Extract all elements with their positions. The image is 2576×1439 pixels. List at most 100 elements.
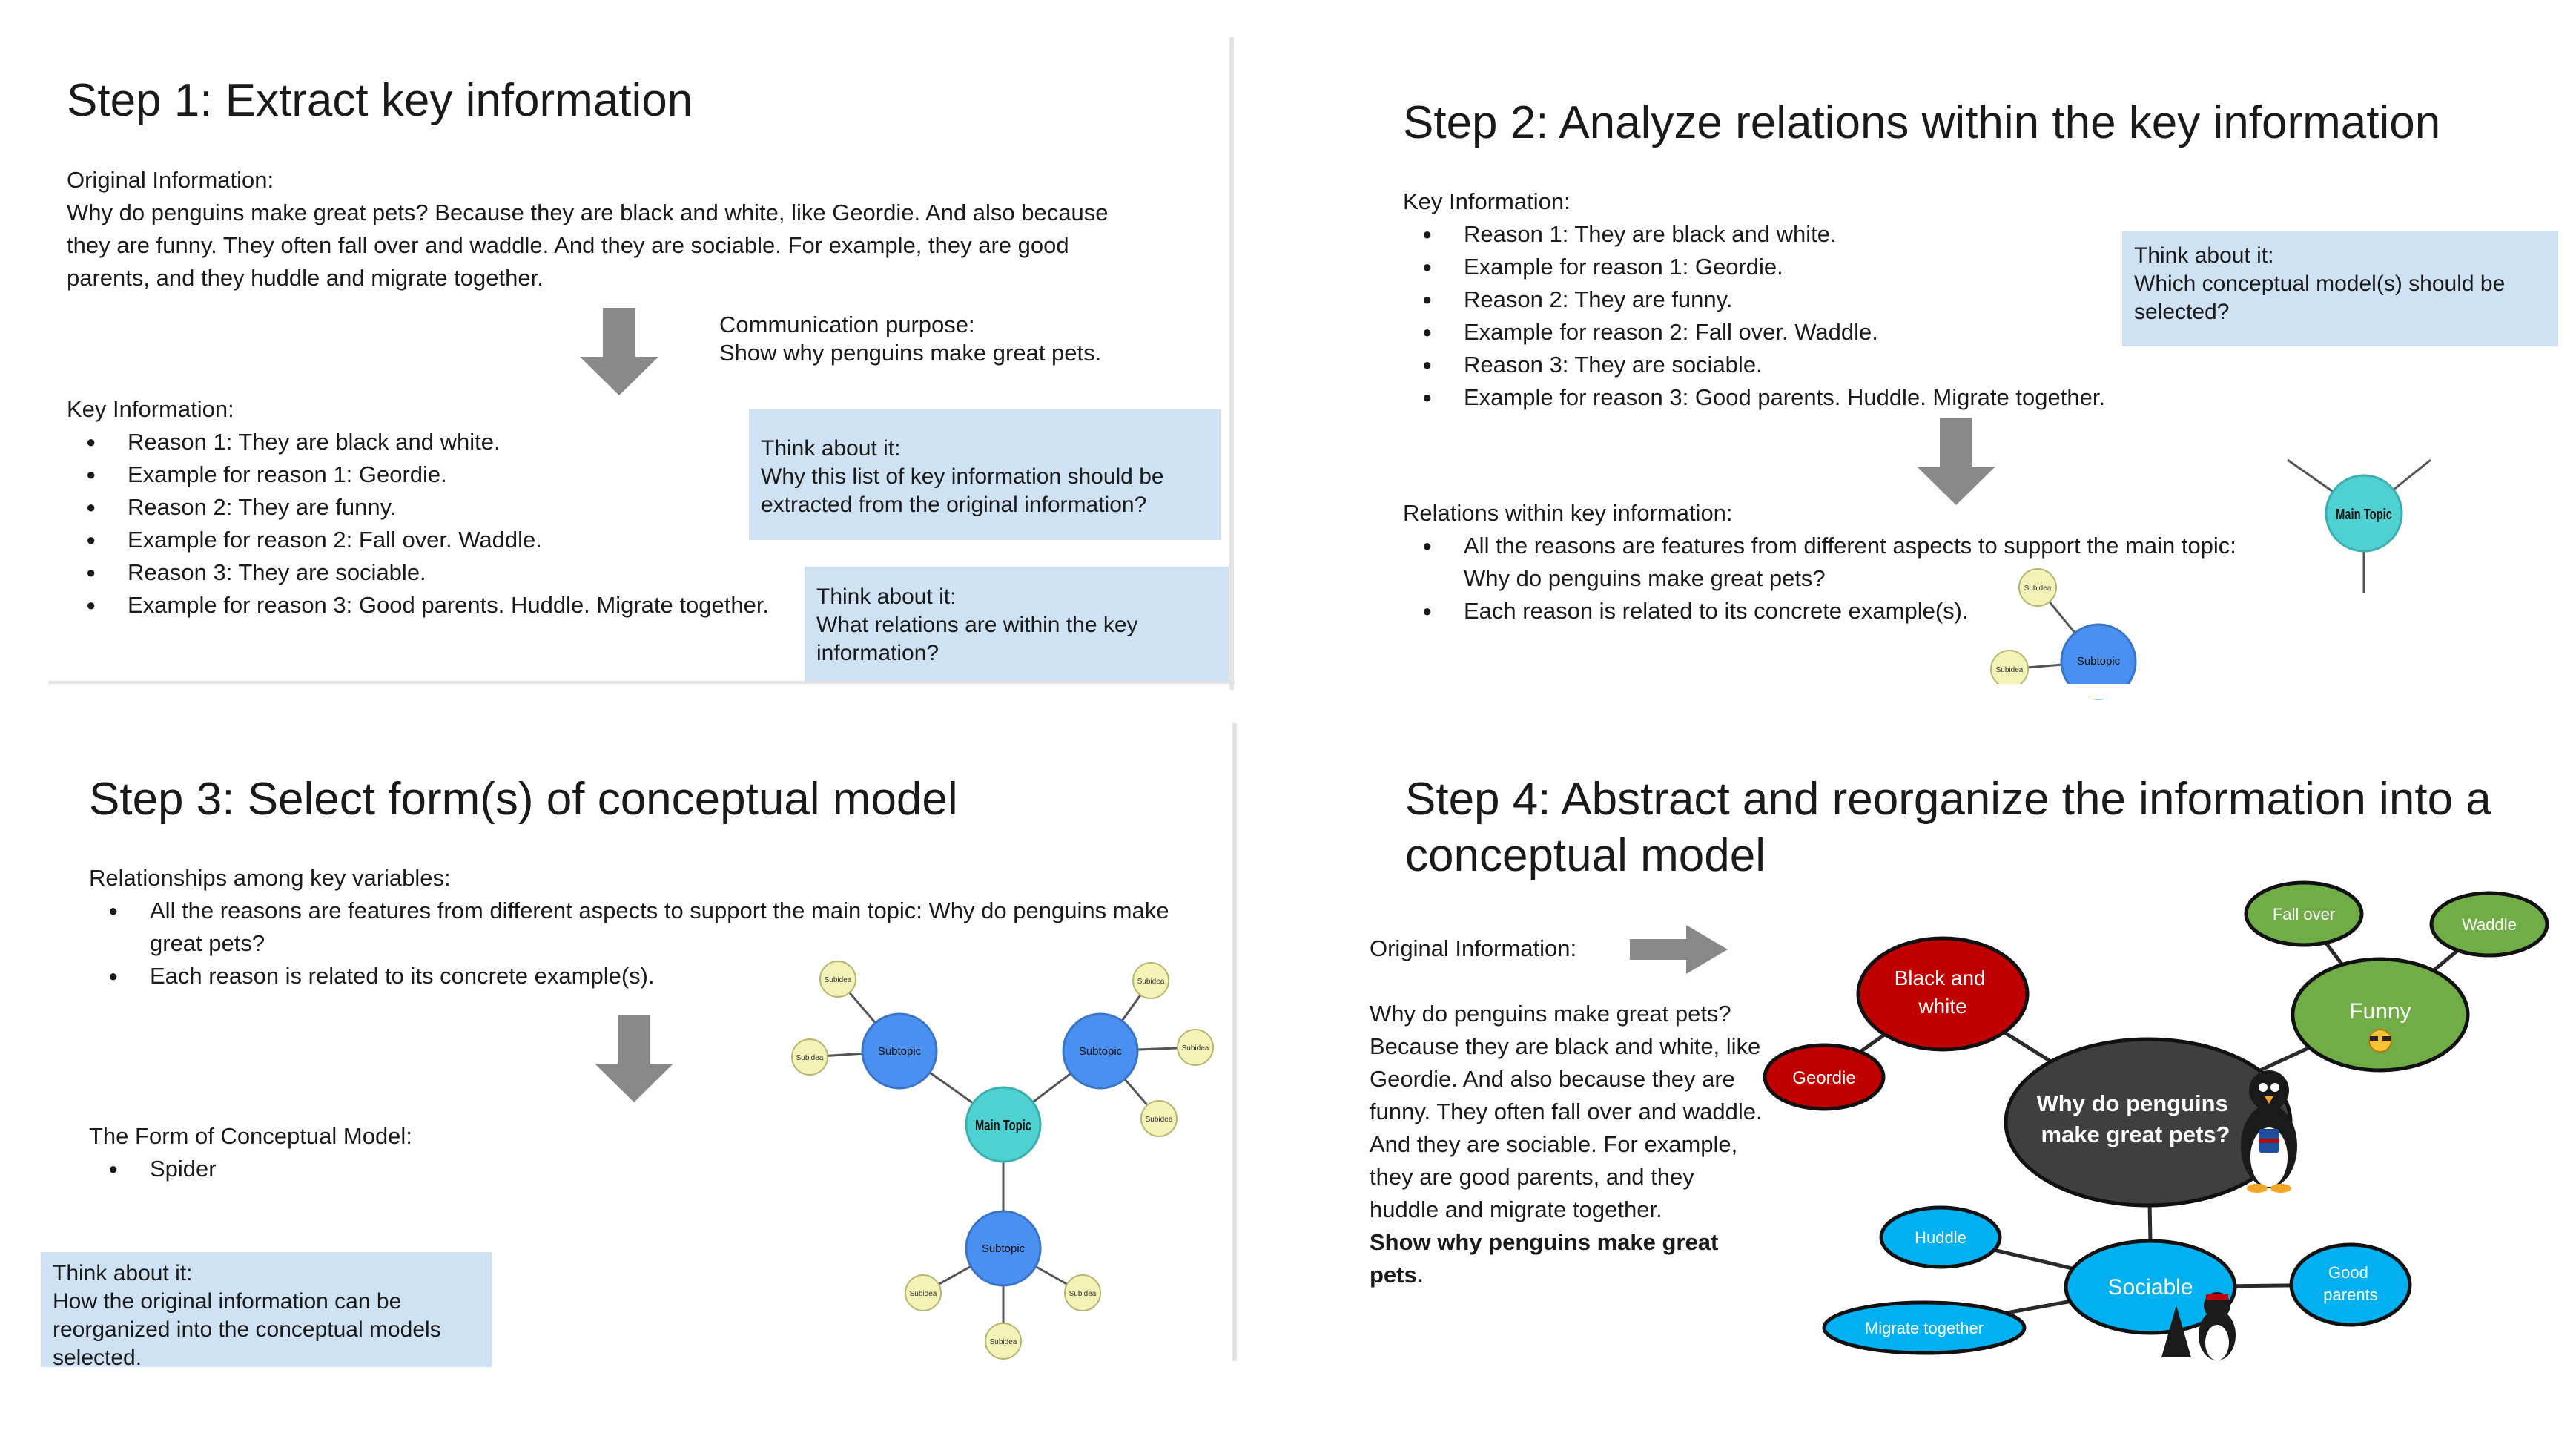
- think-text: Which conceptual model(s) should be sele…: [2134, 271, 2506, 324]
- step3-form-label: The Form of Conceptual Model:: [89, 1123, 412, 1149]
- step3-form-list: Spider: [89, 1153, 608, 1185]
- node-label-line-2: make great pets?: [2041, 1122, 2230, 1147]
- node-label: Fall over: [2273, 905, 2335, 923]
- subidea-label: Subidea: [2024, 585, 2052, 593]
- node-label: Funny: [2349, 999, 2411, 1024]
- subidea-node: [791, 1038, 828, 1076]
- node-sociable: [2064, 1239, 2237, 1335]
- think-label: Think about it:: [761, 436, 901, 461]
- step4-right-arrow: [1630, 925, 1728, 974]
- step1-think-box-2: Think about it: What relations are withi…: [805, 567, 1229, 681]
- panel-divider-vertical-lower: [1232, 723, 1237, 1361]
- node-fall-over: [2244, 880, 2364, 947]
- step1-original: Original Information: Why do penguins ma…: [67, 164, 1157, 294]
- list-item: Each reason is related to its concrete e…: [89, 960, 1186, 992]
- main-topic-label: Main Topic: [975, 1118, 1031, 1134]
- step2-relations: Relations within key information: All th…: [1403, 497, 2278, 628]
- node-label: Good parents: [2323, 1263, 2377, 1304]
- list-item: Example for reason 1: Geordie.: [67, 458, 808, 491]
- step1-key-list: Reason 1: They are black and white. Exam…: [67, 426, 808, 622]
- main-topic-node: [2325, 474, 2403, 553]
- node-huddle: [1879, 1205, 2002, 1269]
- node-label: Black and white: [1895, 967, 1992, 1018]
- step4-original-label: Original Information:: [1370, 935, 1577, 961]
- step1-title: Step 1: Extract key information: [67, 75, 693, 126]
- step4-original-text: Why do penguins make great pets? Because…: [1370, 1001, 1763, 1222]
- think-text: Why this list of key information should …: [761, 464, 1164, 517]
- node-label: Waddle: [2462, 915, 2517, 934]
- subtopic-label: Subtopic: [982, 1242, 1026, 1255]
- list-item: Reason 2: They are funny.: [67, 491, 808, 524]
- subidea-node: [1177, 1029, 1214, 1066]
- subidea-node: [2018, 568, 2057, 607]
- step3-relationships: Relationships among key variables: All t…: [89, 862, 1194, 992]
- step3-down-arrow: [595, 1015, 673, 1102]
- panel-divider-vertical: [1229, 37, 1234, 690]
- node-label: Huddle: [1915, 1228, 1966, 1247]
- penguin-icon: [2241, 1070, 2297, 1193]
- list-item: Example for reason 2: Fall over. Waddle.: [1403, 316, 2219, 349]
- node-label-line-2: parents: [2323, 1285, 2377, 1304]
- step3-think-box: Think about it: How the original informa…: [41, 1252, 492, 1370]
- think-label: Think about it:: [816, 585, 957, 609]
- node-label-line-1: Black and: [1895, 967, 1986, 989]
- list-item: Example for reason 3: Good parents. Hudd…: [1403, 381, 2219, 414]
- step2-key-info: Key Information: Reason 1: They are blac…: [1403, 185, 2219, 414]
- node-good-parents: [2289, 1242, 2412, 1327]
- node-migrate-together: [1822, 1300, 2027, 1355]
- emoji-sunglasses-icon: [2368, 1029, 2392, 1053]
- list-item: Example for reason 1: Geordie.: [1403, 251, 2219, 283]
- step2-relations-label: Relations within key information:: [1403, 500, 1733, 526]
- subidea-node: [1140, 1100, 1178, 1137]
- node-geordie: [1763, 1043, 1886, 1111]
- step2-title: Step 2: Analyze relations within the key…: [1403, 97, 2441, 148]
- think-text: What relations are within the key inform…: [816, 613, 1138, 665]
- list-item: Reason 2: They are funny.: [1403, 283, 2219, 316]
- step4-purpose-text: Show why penguins make great pets.: [1370, 1229, 1719, 1288]
- list-item: Reason 1: They are black and white.: [67, 426, 808, 458]
- subtopic-label: Subtopic: [878, 1045, 922, 1058]
- subtopic-node: [1062, 1012, 1139, 1090]
- list-item: Each reason is related to its concrete e…: [1403, 595, 2278, 628]
- node-funny: [2291, 957, 2470, 1073]
- step3-title: Step 3: Select form(s) of conceptual mod…: [89, 774, 958, 825]
- main-topic-label: Main Topic: [2336, 507, 2392, 523]
- subidea-label: Subidea: [1996, 666, 2024, 674]
- list-item: All the reasons are features from differ…: [1403, 530, 2278, 595]
- node-label-line-2: white: [1918, 995, 1966, 1018]
- step1-original-text: Why do penguins make great pets? Because…: [67, 200, 1109, 291]
- list-item: Spider: [89, 1153, 608, 1185]
- step4-title: Step 4: Abstract and reorganize the info…: [1405, 774, 2491, 881]
- subidea-label: Subidea: [990, 1338, 1017, 1346]
- subidea-node: [1132, 962, 1169, 999]
- subidea-label: Subidea: [1146, 1116, 1173, 1124]
- subidea-label: Subidea: [1182, 1044, 1209, 1053]
- subtopic-label: Subtopic: [1079, 1045, 1123, 1058]
- list-item: Reason 1: They are black and white.: [1403, 218, 2219, 251]
- step4-original-text-block: Why do penguins make great pets? Because…: [1370, 998, 1763, 1291]
- list-item: Example for reason 2: Fall over. Waddle.: [67, 524, 808, 556]
- subidea-label: Subidea: [1069, 1290, 1097, 1298]
- step3-form: The Form of Conceptual Model: Spider: [89, 1120, 608, 1185]
- think-label: Think about it:: [2134, 243, 2274, 268]
- node-black-and-white: [1856, 936, 2030, 1052]
- node-label: Geordie: [1792, 1068, 1855, 1088]
- step1-original-label: Original Information:: [67, 167, 274, 193]
- step1-key-info: Key Information: Reason 1: They are blac…: [67, 393, 808, 622]
- main-topic-node: [965, 1086, 1042, 1163]
- node-label: Why do penguins make great pets?: [2037, 1090, 2235, 1147]
- step1-think-box-1: Think about it: Why this list of key inf…: [749, 409, 1221, 540]
- list-item: All the reasons are features from differ…: [89, 895, 1186, 960]
- node-label-line-1: Good: [2328, 1263, 2368, 1282]
- step2-relations-list: All the reasons are features from differ…: [1403, 530, 2278, 628]
- step2-down-arrow: [1917, 418, 1995, 505]
- subidea-node: [905, 1274, 942, 1311]
- subtopic-node: [965, 1210, 1042, 1287]
- subtopic-node: [861, 1012, 938, 1090]
- node-label: Sociable: [2107, 1275, 2193, 1300]
- node-waddle: [2429, 891, 2549, 958]
- list-item: Reason 3: They are sociable.: [1403, 349, 2219, 381]
- step2-key-list: Reason 1: They are black and white. Exam…: [1403, 218, 2219, 414]
- step1-purpose: Communication purpose: Show why penguins…: [719, 311, 1164, 367]
- subidea-label: Subidea: [1137, 978, 1165, 986]
